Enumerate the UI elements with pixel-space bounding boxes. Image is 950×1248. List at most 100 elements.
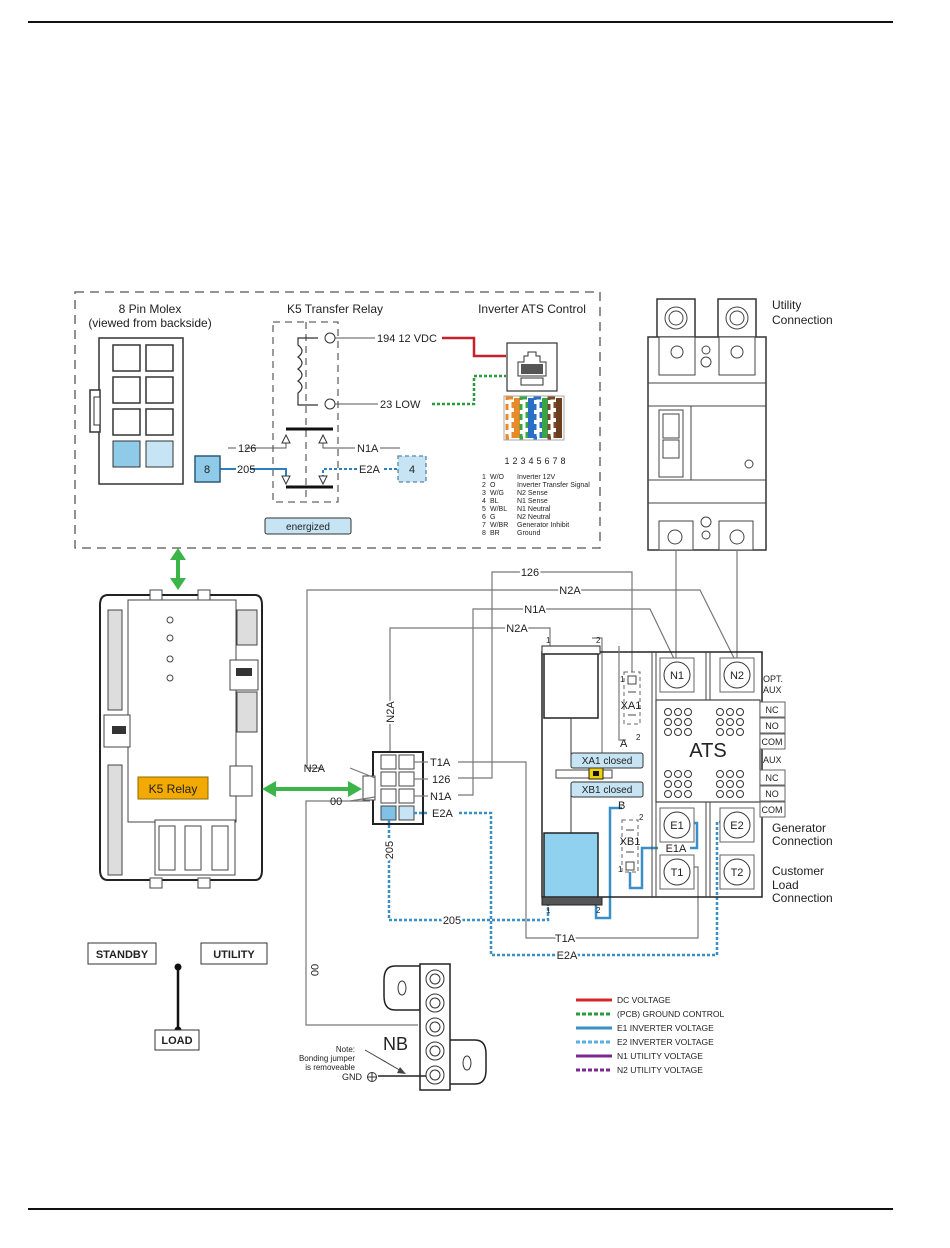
wire-t1a-bottom-label: T1A: [555, 933, 576, 945]
coil-wire-23-label: 23 LOW: [380, 399, 421, 411]
legend-label: N2 UTILITY VOLTAGE: [617, 1065, 703, 1075]
contact-dot: [726, 780, 734, 788]
molex-title: 8 Pin Molex: [119, 302, 182, 316]
generator-connection-label-1: Generator: [772, 821, 826, 835]
ats-control-title: Inverter ATS Control: [478, 302, 586, 316]
contact-dot: [664, 728, 672, 736]
contact-dot: [736, 718, 744, 726]
contact-dot: [664, 790, 672, 798]
contact-dot: [716, 770, 724, 778]
aux-contact-no-bottom: NO: [759, 785, 786, 802]
relay-contacts: [245, 427, 357, 489]
ats-terminal-n2: N2: [719, 657, 755, 693]
contact-dot: [684, 790, 692, 798]
svg-text:NC: NC: [766, 705, 779, 715]
contact-dot: [716, 780, 724, 788]
aux-contact-nc-bottom: NC: [759, 769, 786, 786]
opt-aux-label-2: AUX: [763, 685, 782, 695]
wire-n2a-inner-label: N2A: [506, 623, 528, 635]
load-connection-label-1: Customer: [772, 864, 824, 878]
contact-dot: [674, 708, 682, 716]
xb1-pin2: 2: [639, 813, 644, 822]
svg-text:6: 6: [482, 514, 486, 521]
connector-126-label: 126: [432, 774, 450, 786]
ats-terminal-n1: N1: [659, 657, 695, 693]
contact-dot: [664, 770, 672, 778]
svg-text:NO: NO: [765, 789, 779, 799]
wire-e1a-label: E1A: [666, 843, 687, 855]
rj45-wire-colors: [503, 395, 565, 441]
svg-text:W/BL: W/BL: [490, 506, 507, 513]
controller-board: [99, 589, 263, 889]
contact-dot: [684, 728, 692, 736]
svg-text:T1: T1: [671, 867, 684, 879]
svg-text:N2 Sense: N2 Sense: [517, 490, 548, 497]
contact-dot: [664, 718, 672, 726]
generator-connection-label-2: Connection: [772, 834, 833, 848]
svg-text:COM: COM: [762, 805, 783, 815]
xa1-pin2: 2: [636, 733, 641, 742]
connector-e2a-label: E2A: [432, 808, 453, 820]
molex-subtitle: (viewed from backside): [88, 316, 211, 330]
xa1-closed-label: XA1 closed: [582, 756, 633, 767]
coil-wire-194-label: 194 12 VDC: [377, 333, 437, 345]
ats-terminal-e2: E2: [719, 807, 755, 843]
aux-contact-nc-top: NC: [759, 701, 786, 718]
solenoid-bottom-pin2: 2: [596, 906, 601, 915]
legend-label: (PCB) GROUND CONTROL: [617, 1009, 724, 1019]
wire-n2a-vertical-label: N2A: [385, 701, 397, 723]
utility-box: [200, 942, 268, 965]
opt-aux-label-1: OPT.: [763, 674, 783, 684]
load-box: [154, 1029, 200, 1051]
svg-text:E2: E2: [730, 820, 743, 832]
contact-dot: [674, 718, 682, 726]
solenoid-bottom-pin1: 1: [546, 906, 551, 915]
legend-label: E1 INVERTER VOLTAGE: [617, 1023, 714, 1033]
ground-control-wire: [432, 374, 506, 406]
svg-text:O: O: [490, 482, 496, 489]
xb1-pin1: 1: [618, 865, 623, 874]
k5-relay-badge: [137, 776, 209, 800]
pinout-row: 3 W/G N2 Sense: [482, 490, 548, 497]
svg-text:G: G: [490, 514, 495, 521]
contact-dot: [716, 718, 724, 726]
bonding-note-line2: Bonding jumper: [299, 1054, 355, 1063]
svg-text:W/O: W/O: [490, 474, 505, 481]
molex-connector: [89, 337, 184, 485]
contact-dot: [716, 790, 724, 798]
svg-text:2: 2: [482, 482, 486, 489]
contact-dot: [674, 728, 682, 736]
contact-dot: [736, 770, 744, 778]
neutral-bar-label: NB: [383, 1034, 408, 1054]
transfer-switch-diagram: STANDBY UTILITY LOAD: [87, 942, 268, 1051]
rj45-jack-icon: [506, 342, 558, 392]
aux-contact-com-top: COM: [759, 733, 786, 750]
svg-text:N1 Neutral: N1 Neutral: [517, 506, 551, 513]
svg-text:COM: COM: [762, 737, 783, 747]
rj45-pin-numbers: 1 2 3 4 5 6 7 8: [504, 456, 565, 466]
contact-dot: [716, 728, 724, 736]
svg-text:W/G: W/G: [490, 490, 504, 497]
utility-breaker: [647, 298, 767, 551]
svg-text:NC: NC: [766, 773, 779, 783]
ats-terminal-e1: E1: [659, 807, 695, 843]
pin-4-label: 4: [409, 464, 415, 476]
wire-n1a-top-label: N1A: [524, 604, 546, 616]
xa1-label: XA1: [621, 700, 642, 712]
relay-inset: 8 Pin Molex (viewed from backside) K5 Tr…: [74, 291, 601, 549]
ground-symbol-icon: [367, 1072, 377, 1082]
svg-text:3: 3: [482, 490, 486, 497]
relay-coil: [297, 332, 378, 410]
utility-label: UTILITY: [213, 949, 255, 961]
svg-text:T2: T2: [731, 867, 744, 879]
contact-dot: [674, 770, 682, 778]
aux-contact-no-top: NO: [759, 717, 786, 734]
load-label: LOAD: [161, 1035, 192, 1047]
legend-label: E2 INVERTER VOLTAGE: [617, 1037, 714, 1047]
xa1-closed-badge: [570, 752, 644, 769]
